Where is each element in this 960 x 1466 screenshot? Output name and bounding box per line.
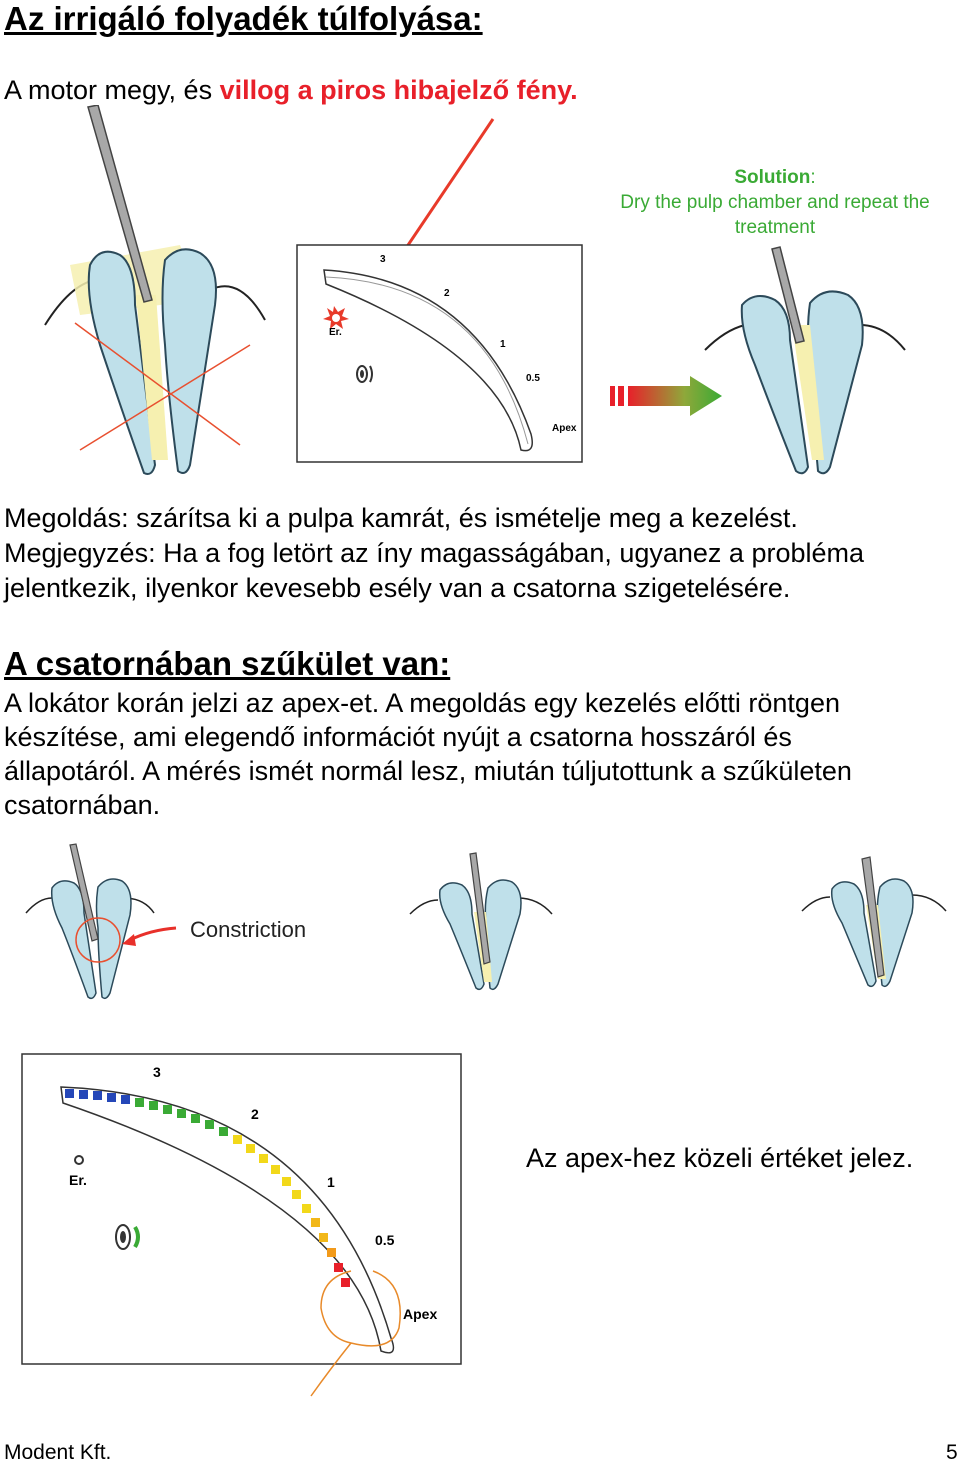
section2-line3: állapotáról. A mérés ismét normál lesz, … <box>4 756 852 786</box>
constriction-label: Constriction <box>190 917 307 942</box>
locator1-sound-icon <box>356 365 373 383</box>
constriction-zoom-outline <box>320 1270 401 1347</box>
section2-line1: A lokátor korán jelzi az apex-et. A mego… <box>4 688 840 718</box>
footer-company: Modent Kft. <box>4 1441 112 1464</box>
tooth-illustration-overflow <box>44 105 266 475</box>
locator1-label-05: 0.5 <box>526 373 540 384</box>
tooth-illustration-treated <box>704 246 906 475</box>
footer-page-number: 5 <box>946 1441 958 1464</box>
locator-display-1: 3 2 1 0.5 Apex Er. <box>296 244 583 463</box>
intro-highlight: villog a piros hibajelző fény. <box>219 75 578 105</box>
section2-line2: készítése, ami elegendő információt nyúj… <box>4 722 792 752</box>
locator2-label-1: 1 <box>327 1174 335 1190</box>
locator1-label-1: 1 <box>500 339 506 350</box>
locator2-label-2: 2 <box>251 1106 259 1122</box>
solution-note: Solution: Dry the pulp chamber and repea… <box>600 165 950 240</box>
solution-line1: Dry the pulp chamber and repeat the <box>620 192 930 213</box>
locator2-label-er: Er. <box>69 1172 87 1188</box>
locator2-progress-dots <box>65 1089 350 1287</box>
section2-line4: csatornában. <box>4 790 161 820</box>
section1-title: Az irrigáló folyadék túlfolyása: <box>4 0 483 37</box>
gradient-arrow-icon <box>610 376 722 416</box>
locator2-label-3: 3 <box>153 1064 161 1080</box>
section1-intro: A motor megy, és villog a piros hibajelz… <box>4 73 578 107</box>
section1-para-line3: jelentkezik, ilyenkor kevesebb esély van… <box>4 573 791 603</box>
solution-line2: treatment <box>734 217 816 238</box>
tooth-illustration-constriction <box>25 843 155 1000</box>
section1-para-line1: Megoldás: szárítsa ki a pulpa kamrát, és… <box>4 503 798 533</box>
locator-display-2: 3 2 1 0.5 Apex Er. <box>21 1053 462 1397</box>
constriction-arrow-icon <box>122 926 177 946</box>
locator1-label-3: 3 <box>380 254 386 265</box>
tooth-illustration-through <box>801 856 947 988</box>
locator2-caption: Az apex-hez közeli értéket jelez. <box>526 1143 914 1173</box>
tooth-illustration-passing <box>409 852 553 991</box>
section2-title: A csatornában szűkület van: <box>4 645 451 682</box>
locator2-label-apex: Apex <box>403 1306 437 1322</box>
locator1-label-2: 2 <box>444 288 450 299</box>
locator2-sound-icon <box>115 1224 140 1250</box>
locator2-label-05: 0.5 <box>375 1232 395 1248</box>
error-indicator-icon <box>323 306 349 329</box>
solution-label: Solution <box>734 167 811 188</box>
section1-para-line2: Megjegyzés: Ha a fog letört az íny magas… <box>4 538 865 568</box>
solution-colon: : <box>810 167 816 188</box>
locator1-label-er: Er. <box>329 327 342 338</box>
intro-prefix: A motor megy, és <box>4 75 220 105</box>
locator1-label-apex: Apex <box>552 423 577 434</box>
locator2-er-icon <box>74 1155 84 1165</box>
